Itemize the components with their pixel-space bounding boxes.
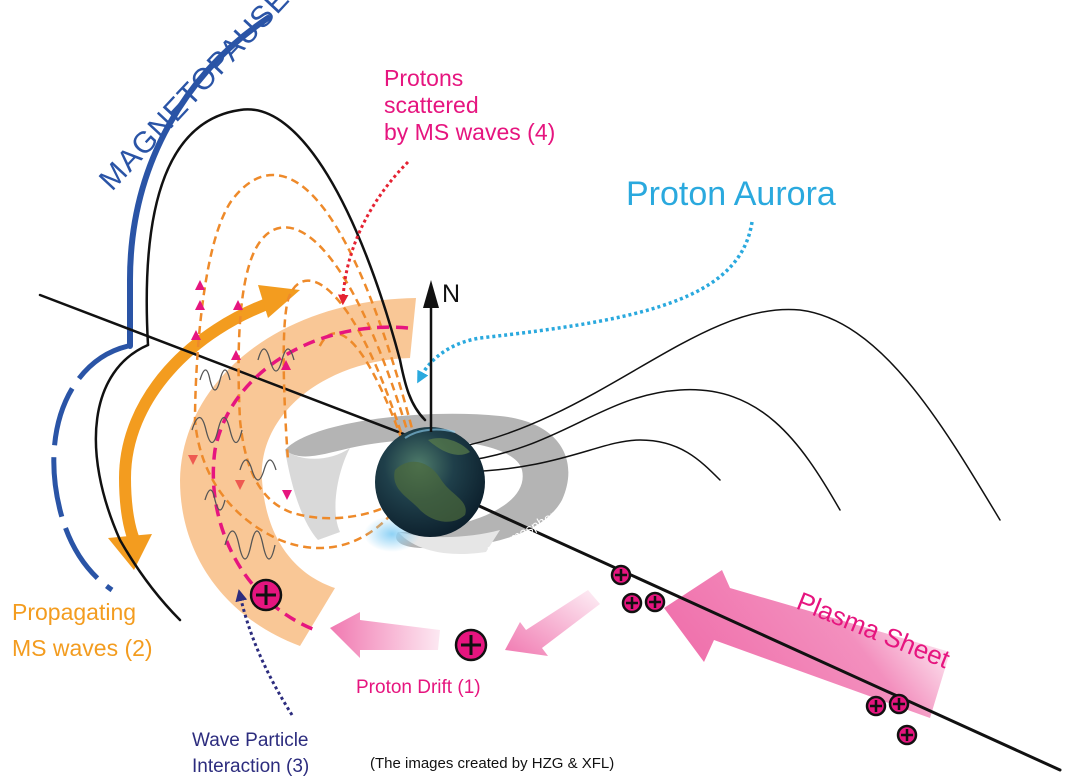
proton-drift-path: [211, 325, 409, 632]
plus-circle-icon: [888, 693, 910, 715]
wave-particle-line-1: Wave Particle: [192, 730, 309, 751]
aurora-pointer: [417, 221, 754, 384]
interaction-pointer: [235, 589, 294, 716]
north-label: N: [442, 280, 460, 308]
scatter-pointer: [337, 160, 410, 306]
magnetopause-line: [127, 15, 271, 349]
propagation-double-arrow: [108, 285, 300, 570]
proton-drift-arrow-right: [505, 590, 600, 656]
protons-scattered-line-2: scattered: [384, 92, 479, 118]
protons-scattered-line-1: Protons: [384, 65, 463, 91]
wave-particle-line-2: Interaction (3): [192, 756, 309, 777]
wave-squiggles: [191, 348, 295, 560]
plus-circle-icon: [610, 564, 632, 586]
plus-circle-icon: [249, 578, 283, 612]
proton-drift-label: Proton Drift (1): [356, 677, 481, 698]
plus-circle-icon: [454, 628, 488, 662]
plus-circle-icon: [896, 724, 918, 746]
plasma-sheet-arrow: [664, 570, 950, 718]
propagating-line-1: Propagating: [12, 599, 136, 625]
plus-circle-icon: [644, 591, 666, 613]
wave-particle-label: Wave Particle Interaction (3): [192, 730, 314, 777]
plus-circle-icon: [621, 592, 643, 614]
credit-label: (The images created by HZG & XFL): [370, 755, 614, 772]
proton-aurora-label: Proton Aurora: [626, 175, 836, 213]
propagating-line-2: MS waves (2): [12, 635, 153, 661]
propagating-label: Propagating MS waves (2): [12, 599, 153, 661]
bow-shock-dashes: [51, 343, 129, 593]
arrow-up-icon: [423, 280, 439, 432]
protons-scattered-line-3: by MS waves (4): [384, 119, 555, 145]
protons-scattered-label: Protons scattered by MS waves (4): [384, 65, 555, 145]
protons: [249, 564, 918, 746]
magnetopause-label: MAGNETOPAUSE: [93, 0, 296, 197]
proton-drift-arrow-left: [330, 612, 440, 658]
bounce-arrowheads: [188, 280, 292, 500]
earth: [364, 427, 485, 552]
plus-circle-icon: [865, 695, 887, 717]
proton-bounce-paths: [193, 173, 417, 550]
